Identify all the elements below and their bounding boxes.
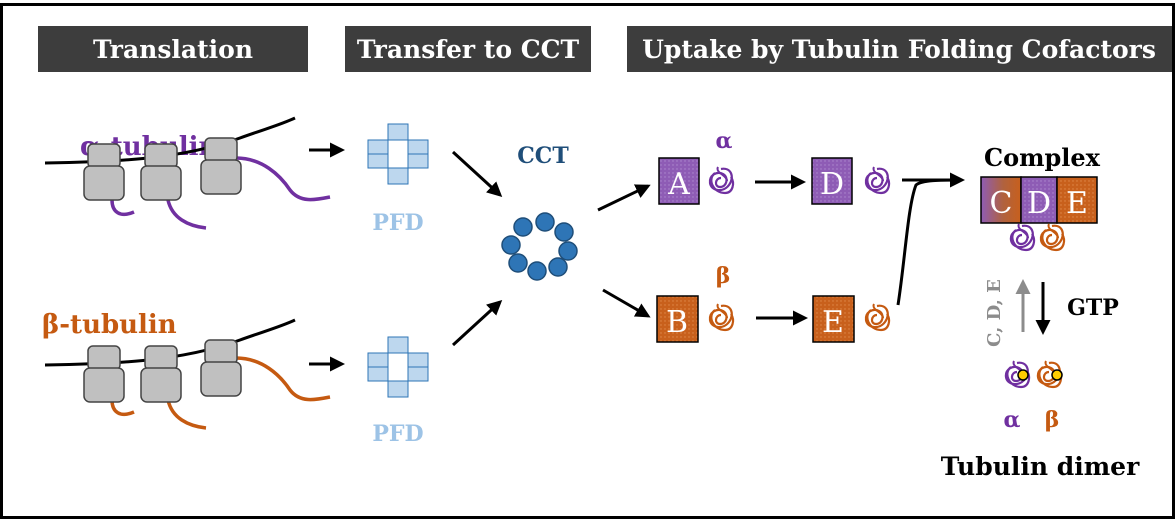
gtp-dot-beta [1051,369,1063,381]
header-translation-label: Translation [93,35,253,64]
beta-mrna-group [44,318,331,430]
ribosome-b2 [140,345,182,403]
dimer-beta-label: β [1045,407,1060,433]
ribosome-a2 [140,143,182,201]
arrow-pfd-to-cct-top [451,150,503,198]
alpha-chain-3 [235,156,331,202]
ribosome-b3 [200,339,242,397]
complex-e-label: E [1066,186,1088,221]
arrow-pfd-to-cct-bottom [451,299,503,347]
cct-ring-icon [501,212,578,281]
beta-chain-2 [166,399,207,430]
reverse-label: C, D, E [984,279,1005,347]
ribosome-a1 [83,143,125,201]
cofactor-a: A [658,157,700,205]
cofactor-a-label: A [667,167,690,202]
cofactor-b: B [656,295,699,343]
beta-chain-1 [110,399,135,417]
pfd-bottom-label: PFD [372,421,423,447]
complex-cde: C D E [980,176,1098,224]
gtp-label: GTP [1067,295,1119,321]
header-uptake-label: Uptake by Tubulin Folding Cofactors [642,35,1156,64]
complex-label: Complex [984,143,1101,172]
pfd-top-icon [367,123,429,185]
dimer-alpha-label: α [1004,407,1021,433]
cofactor-e-label: E [822,305,844,340]
tubulin-dimer-label: Tubulin dimer [941,452,1140,481]
beta-tubulin-label: β-tubulin [42,310,177,340]
alpha-chain-1 [110,199,135,217]
pfd-bottom-icon [367,336,429,398]
ribosome-b1 [83,345,125,403]
header-transfer: Transfer to CCT [345,26,591,72]
cofactor-d: D [811,157,853,205]
cct-label: CCT [517,143,569,169]
alpha-chain-2 [166,199,207,230]
alpha-tubulin-d-icon [864,165,891,195]
cofactor-d-label: D [820,167,844,202]
complex-d-label: D [1027,186,1051,221]
alpha-small-label: α [716,128,733,154]
complex-beta-icon [1039,222,1066,252]
header-transfer-label: Transfer to CCT [357,35,580,64]
alpha-mrna-group [44,116,331,230]
header-translation: Translation [38,26,308,72]
arrow-cct-to-a [597,184,651,212]
header-uptake: Uptake by Tubulin Folding Cofactors [627,26,1172,72]
beta-tubulin-e-icon [864,302,891,332]
arrow-e-to-complex [896,172,965,306]
gtp-dot-alpha [1017,369,1029,381]
cofactor-b-label: B [666,305,688,340]
complex-c-label: C [990,186,1013,221]
outer-frame [0,3,1175,519]
alpha-tubulin-a-icon [708,165,735,195]
cofactor-e: E [812,295,855,343]
ribosome-a3 [200,137,242,195]
beta-tubulin-b-icon [708,302,735,332]
beta-chain-3 [235,356,331,402]
beta-small-label: β [716,263,731,289]
arrow-cct-to-b [602,288,651,318]
complex-alpha-icon [1009,222,1036,252]
pfd-top-label: PFD [372,210,423,236]
